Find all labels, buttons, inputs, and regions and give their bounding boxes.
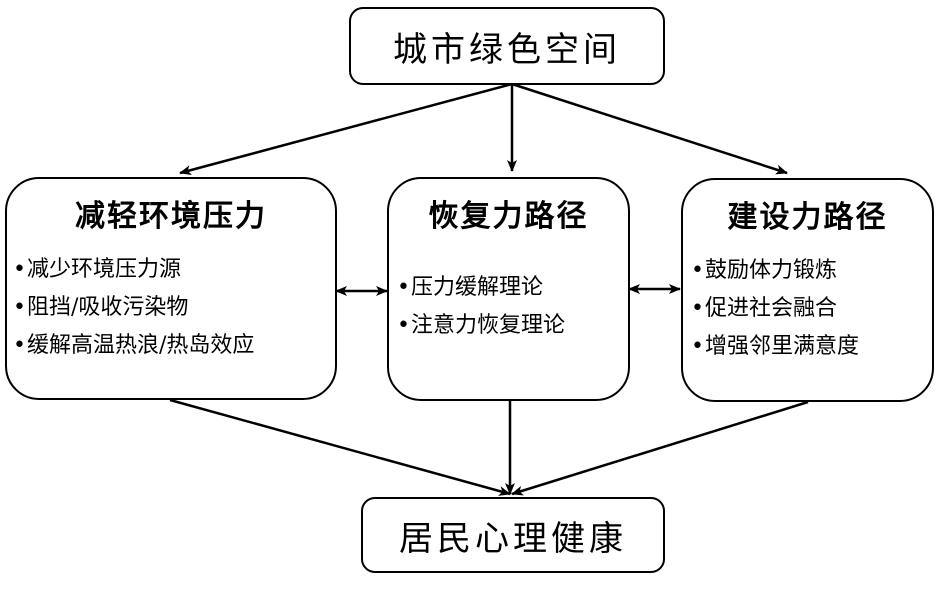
list-item: •增强邻里满意度 (691, 328, 859, 366)
bullet-icon: • (691, 334, 704, 359)
arrow-top-to-right (511, 82, 788, 175)
arrow-top-to-left (179, 82, 513, 175)
bullet-icon: • (691, 258, 704, 283)
path-item-list: •鼓励体力锻炼 •促进社会融合 •增强邻里满意度 (691, 252, 859, 366)
bullet-icon: • (397, 275, 410, 300)
path-title: 建设力路径 (727, 200, 888, 235)
bullet-icon: • (13, 295, 26, 320)
node-building-path: 建设力路径 •鼓励体力锻炼 •促进社会融合 •增强邻里满意度 (681, 178, 934, 402)
list-item: •鼓励体力锻炼 (691, 252, 859, 290)
list-item: •压力缓解理论 (397, 269, 565, 307)
node-green-space: 城市绿色空间 (349, 7, 665, 85)
node-mental-health-label: 居民心理健康 (399, 518, 627, 559)
list-item: •减少环境压力源 (13, 251, 254, 289)
path-item-list: •压力缓解理论 •注意力恢复理论 (397, 269, 565, 345)
bullet-icon: • (691, 296, 704, 321)
node-mental-health: 居民心理健康 (361, 497, 665, 573)
list-item: •阻挡/吸收污染物 (13, 289, 254, 327)
list-item: •注意力恢复理论 (397, 307, 565, 345)
node-reduce-environmental-stress: 减轻环境压力 •减少环境压力源 •阻挡/吸收污染物 •缓解高温热浪/热岛效应 (5, 177, 337, 400)
arrow-right-to-bottom (511, 400, 809, 496)
path-title: 恢复力路径 (428, 199, 589, 234)
arrow-left-to-bottom (169, 398, 511, 496)
list-item: •促进社会融合 (691, 290, 859, 328)
path-title: 减轻环境压力 (75, 199, 267, 234)
path-item-list: •减少环境压力源 •阻挡/吸收污染物 •缓解高温热浪/热岛效应 (13, 251, 254, 365)
node-green-space-label: 城市绿色空间 (393, 29, 621, 70)
bullet-icon: • (13, 333, 26, 358)
bullet-icon: • (397, 313, 410, 338)
node-restoration-path: 恢复力路径 •压力缓解理论 •注意力恢复理论 (387, 177, 630, 401)
bullet-icon: • (13, 257, 26, 282)
list-item: •缓解高温热浪/热岛效应 (13, 327, 254, 365)
